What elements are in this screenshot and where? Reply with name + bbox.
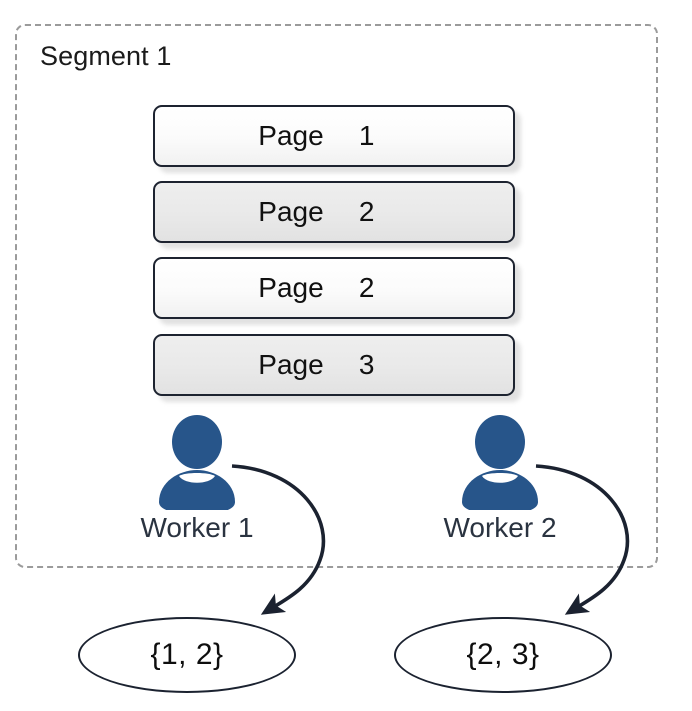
page-bar-2-word: Page [258,196,324,227]
user-icon [452,414,548,514]
page-bar-2[interactable]: Page 2 [153,181,521,249]
page-bar-body: Page 2 [153,181,515,243]
page-bar-3-word: Page [258,272,324,303]
segment-title: Segment 1 [40,41,172,71]
page-bar-3-number: 2 [358,272,375,303]
worker-1-label: Worker 1 [140,512,254,543]
result-set-1-oval: {1, 2} [78,617,296,693]
page-bar-body: Page 3 [153,334,515,396]
segment-container [15,24,658,568]
result-set-1[interactable]: {1, 2} [78,617,296,693]
page-bar-3[interactable]: Page 2 [153,257,521,325]
worker-2[interactable]: Worker 2 [400,414,600,544]
page-bar-2-number: 2 [358,196,375,227]
page-bar-4-word: Page [258,349,324,380]
page-bar-4-number: 3 [358,349,375,380]
worker-2-label: Worker 2 [443,512,557,543]
page-bar-1-word: Page [258,120,324,151]
result-set-2-oval: {2, 3} [394,617,612,693]
page-bar-1-number: 1 [358,120,375,151]
page-bar-1[interactable]: Page 1 [153,105,521,173]
page-bar-body: Page 1 [153,105,515,167]
result-set-1-label: {1, 2} [150,638,224,671]
user-icon [149,414,245,514]
result-set-2-label: {2, 3} [466,638,540,671]
worker-1[interactable]: Worker 1 [97,414,297,544]
page-bar-4[interactable]: Page 3 [153,334,521,402]
page-bar-body: Page 2 [153,257,515,319]
result-set-2[interactable]: {2, 3} [394,617,612,693]
